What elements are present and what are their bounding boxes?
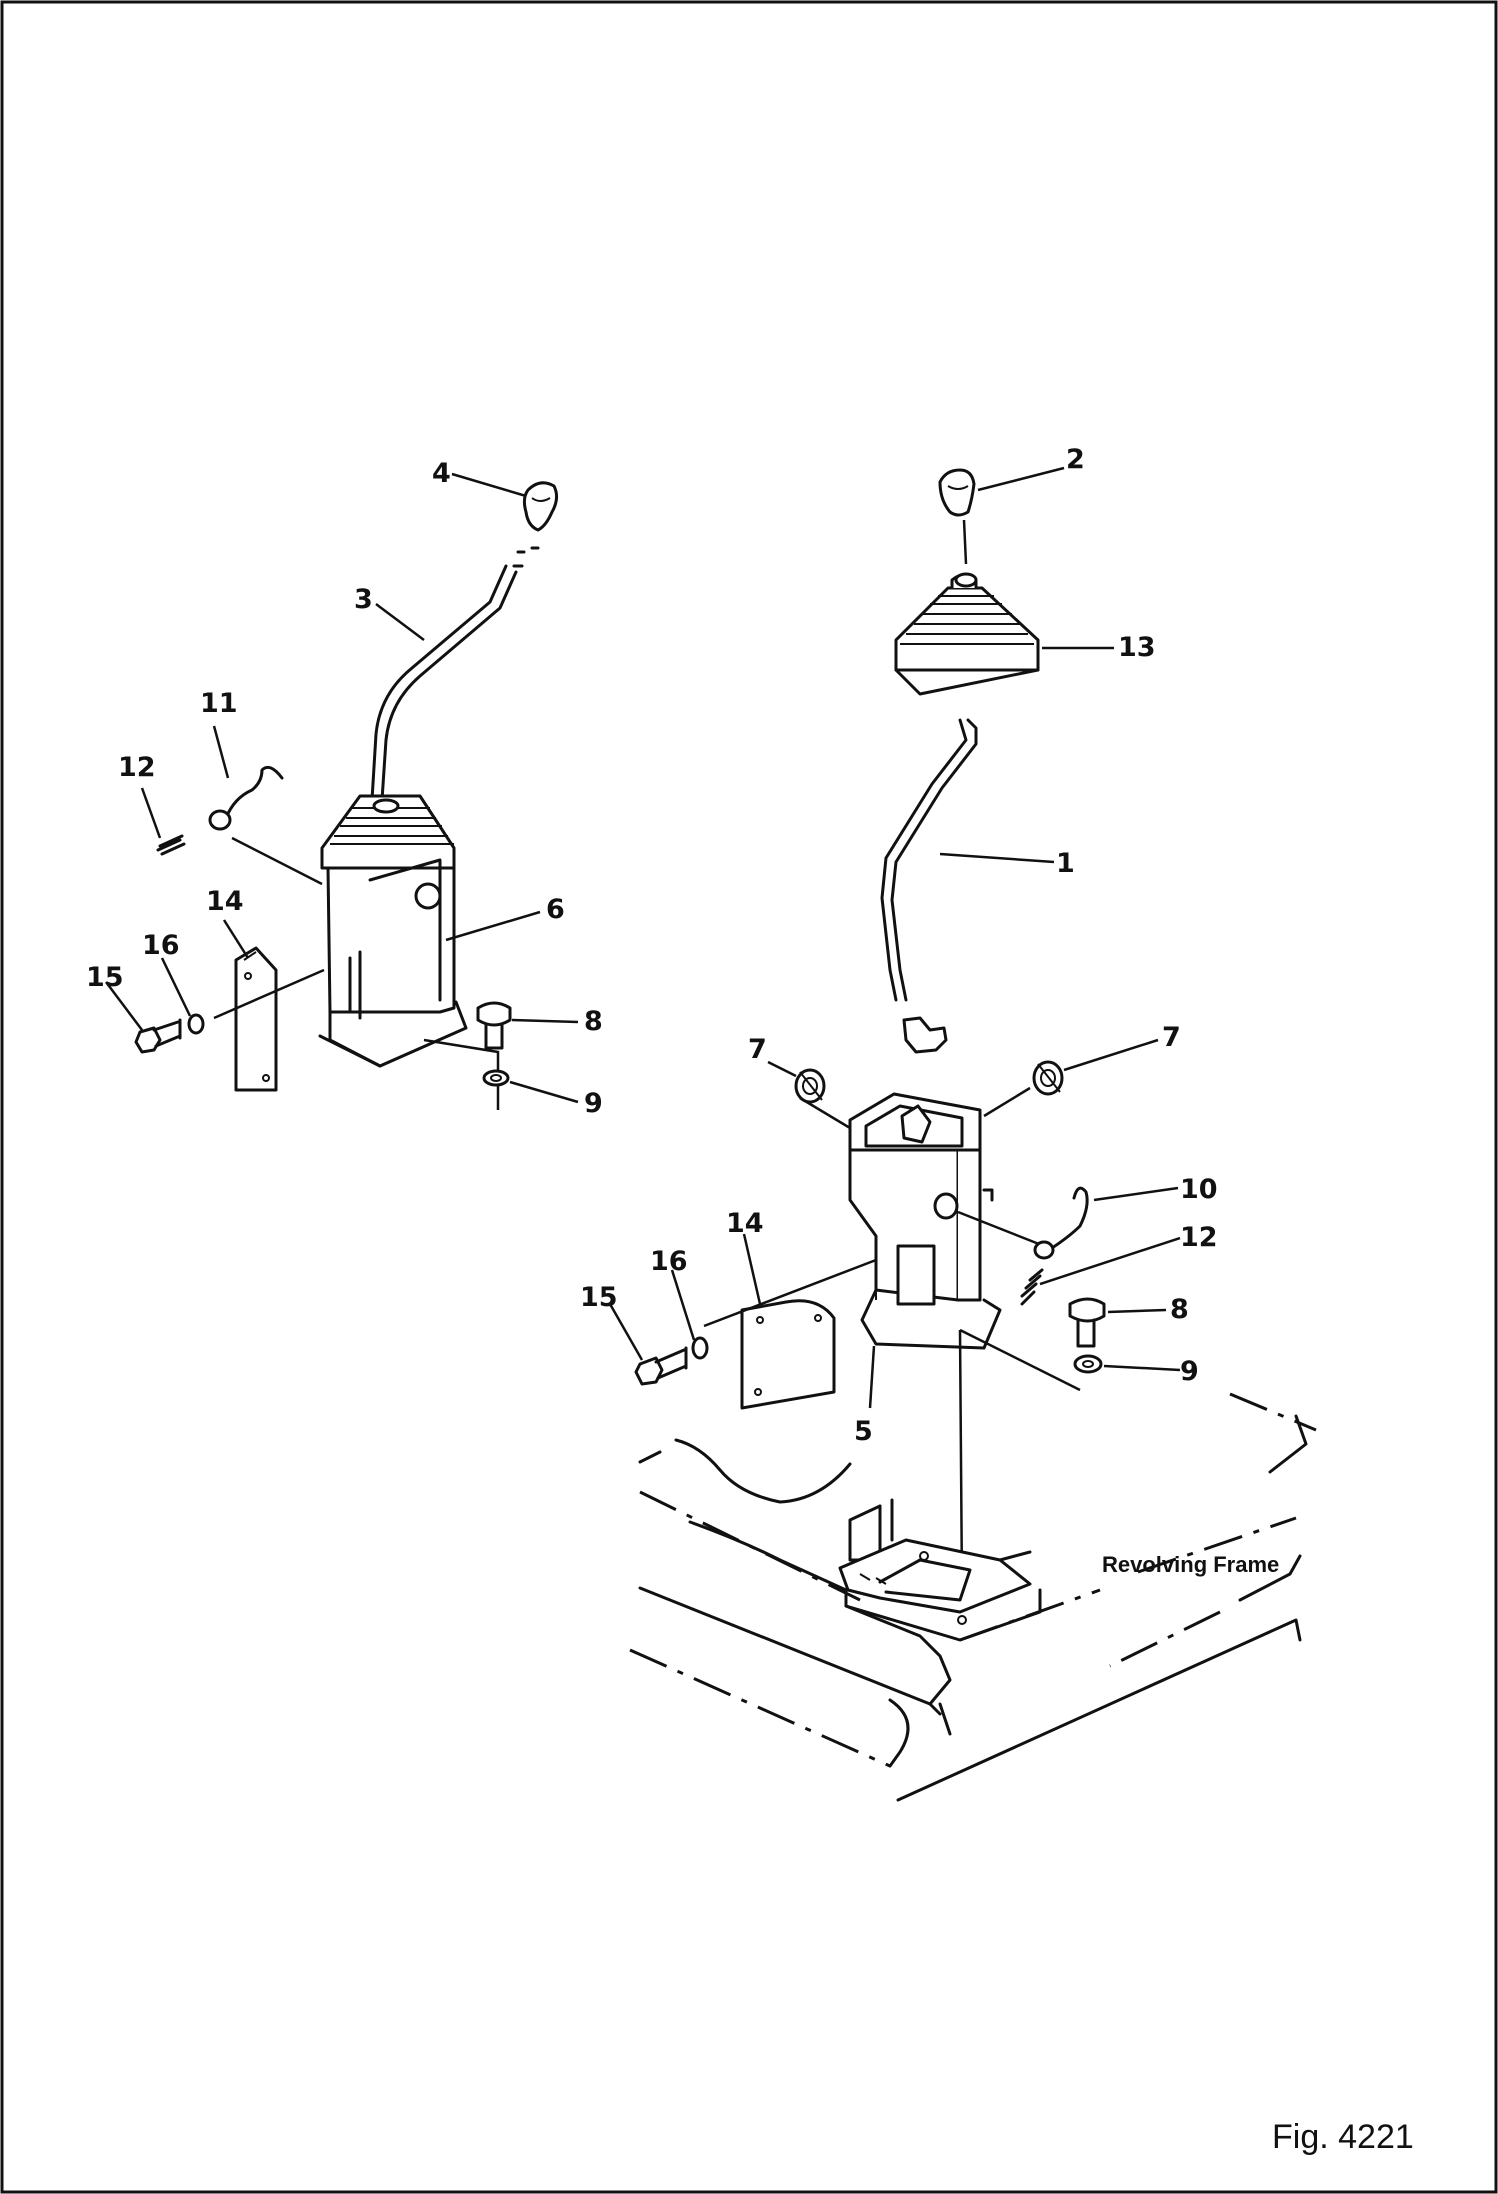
callout-1: 1 [1056,848,1075,879]
leader-16-right [670,1269,696,1341]
part-lever-rod-left [380,570,518,802]
part-cover-right [703,1258,877,1410]
callout-9-right: 9 [1180,1356,1199,1387]
leader-4 [451,472,527,498]
part-lever-rod-left-edge [370,564,508,802]
callout-16-right: 16 [650,1246,688,1277]
callout-2: 2 [1066,444,1085,475]
leader-6 [445,910,541,942]
part-lever-box-right [848,1092,1081,1591]
leader-12-right [1039,1236,1181,1286]
leader-9-left [509,1080,579,1104]
part-bolt-washer-left [134,968,325,1054]
leader-16-left [160,957,192,1017]
callout-14-right: 14 [726,1208,764,1239]
left-lever-assembly [134,481,559,1110]
callout-15-left: 15 [86,962,124,993]
part-lever-rod-right [890,718,978,1002]
leader-5 [868,1345,876,1409]
callout-10: 10 [1180,1174,1218,1205]
callout-4: 4 [432,458,451,489]
revolving-frame-label: Revolving Frame [1102,1552,1279,1577]
leader-7-left [767,1060,797,1078]
part-boot-right [894,572,1040,696]
callout-7-right: 7 [1162,1022,1181,1053]
leader-10 [1093,1186,1179,1202]
part-knob-left [512,481,559,568]
part-bolt-8-left [476,1001,512,1087]
part-wire-and-spring-left [156,765,323,886]
callout-16-left: 16 [142,930,180,961]
callout-5: 5 [854,1416,873,1447]
leader-1 [939,852,1055,864]
callout-8-right: 8 [1170,1294,1189,1325]
callout-12-left: 12 [118,752,156,783]
leader-15-right [608,1303,644,1361]
part-grommet-left [794,1068,826,1104]
callout-15-right: 15 [580,1282,618,1313]
callout-8-left: 8 [584,1006,603,1037]
callout-12-right: 12 [1180,1222,1218,1253]
leader-14-left [222,919,250,959]
figure-number: Fig. 4221 [1272,2118,1414,2156]
part-knob-right [938,468,976,517]
leader-9-right [1103,1364,1181,1372]
callout-7-left: 7 [748,1034,767,1065]
part-grommet-right [1032,1060,1064,1096]
leader-7-right [1063,1038,1159,1072]
leader-8-right [1107,1308,1167,1314]
callout-13: 13 [1118,632,1156,663]
leader-8-left [511,1018,579,1024]
callout-11: 11 [200,688,238,719]
part-bolt-8-right [1068,1297,1106,1374]
part-wire-and-spring-right [1020,1186,1089,1306]
leader-14-right [742,1233,762,1305]
right-lever-assembly [634,468,1106,1591]
callout-9-left: 9 [584,1088,603,1119]
leader-3 [375,603,425,641]
leader-12-left [140,787,162,839]
leader-2 [977,466,1065,492]
part-cover-left [234,946,278,1092]
part-bolt-washer-right [634,1336,709,1386]
leader-15-left [105,981,143,1031]
callout-6: 6 [546,894,565,925]
callout-3: 3 [354,584,373,615]
leader-11 [212,725,230,779]
part-lever-box-left [318,794,500,1110]
callout-14-left: 14 [206,886,244,917]
revolving-frame [629,1392,1317,1802]
